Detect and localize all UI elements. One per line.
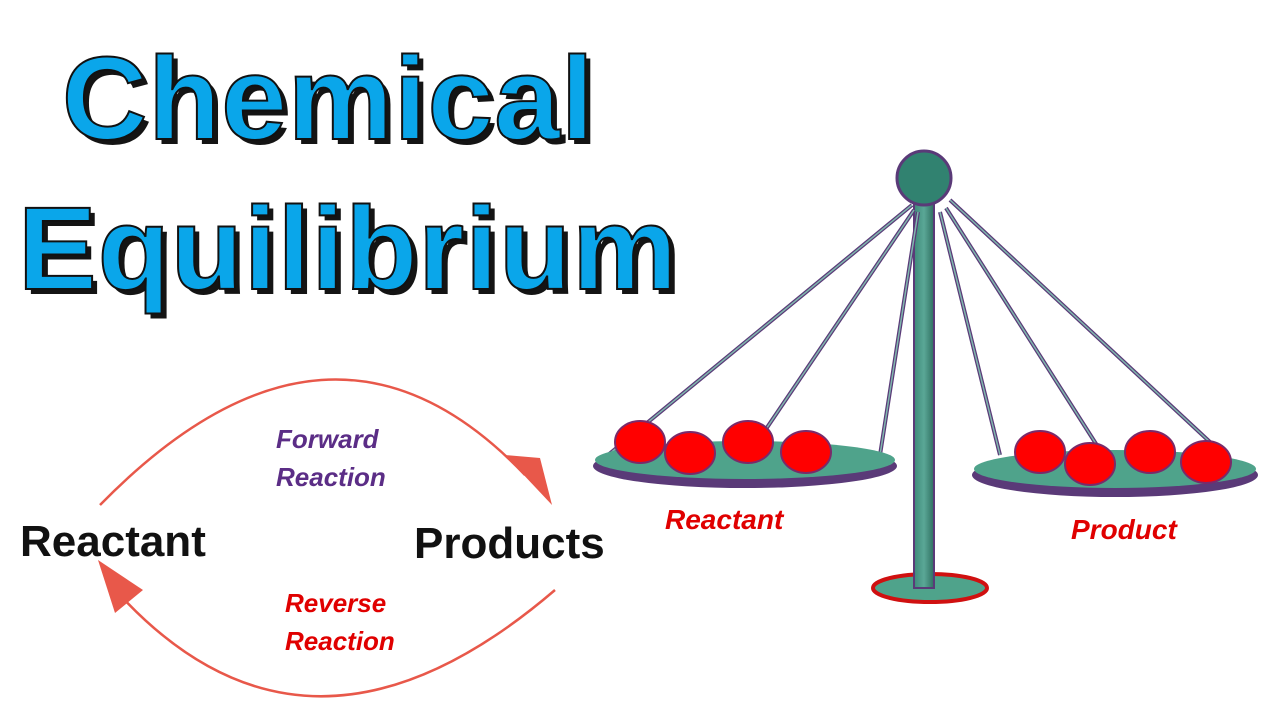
products-label: Products — [414, 519, 605, 568]
title-line-2: Equilibrium — [17, 183, 678, 315]
balance-scale — [593, 149, 1258, 604]
reactant-molecules — [614, 420, 832, 475]
molecule — [1180, 440, 1232, 484]
product-molecules — [1014, 430, 1232, 486]
cycle-arrows — [98, 378, 556, 698]
reverse-arc — [119, 589, 556, 698]
molecule — [1064, 442, 1116, 486]
scale-knob — [895, 149, 953, 207]
reverse-line-1: Reverse — [285, 588, 387, 618]
title-line-1: Chemical — [61, 33, 595, 165]
molecule — [780, 430, 832, 474]
scale-product-label: Product — [1071, 514, 1177, 545]
reverse-line-2: Reaction — [285, 626, 395, 656]
forward-arc — [99, 378, 526, 506]
reverse-arrowhead — [98, 560, 143, 613]
scale-pole — [913, 194, 935, 589]
molecule — [1014, 430, 1066, 474]
forward-reaction-label: Forward Reaction — [276, 420, 386, 496]
reverse-reaction-label: Reverse Reaction — [285, 584, 395, 660]
scale-reactant-label: Reactant — [665, 504, 784, 535]
molecule — [1124, 430, 1176, 474]
molecule — [614, 420, 666, 464]
forward-line-1: Forward — [276, 424, 379, 454]
reactant-label: Reactant — [20, 517, 206, 566]
forward-line-2: Reaction — [276, 462, 386, 492]
forward-arrowhead — [505, 455, 552, 505]
molecule — [664, 431, 716, 475]
molecule — [722, 420, 774, 464]
